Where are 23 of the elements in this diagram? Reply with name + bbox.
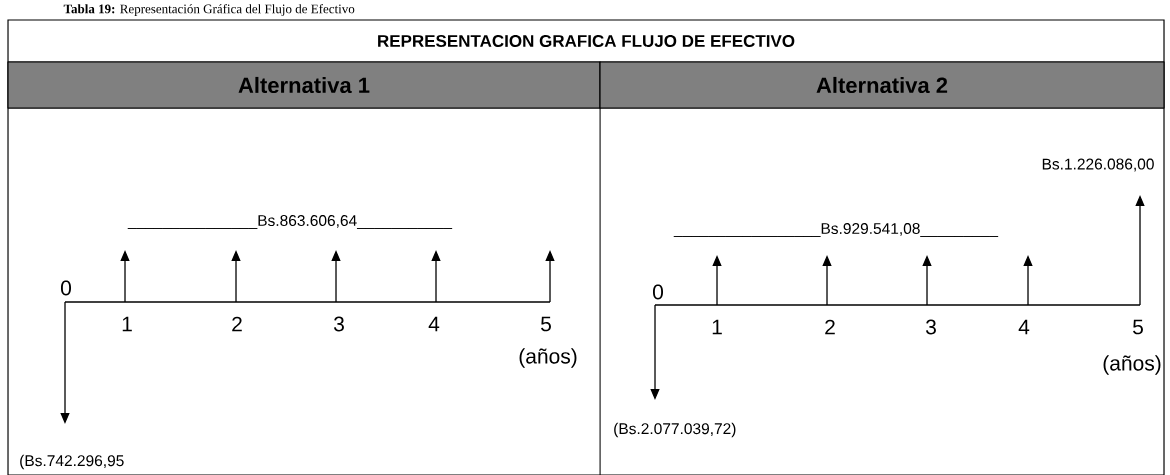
column-header: Alternativa 1 <box>7 61 601 109</box>
caption: Tabla 19: Representación Gráfica del Flujo de Efectivo <box>63 4 355 16</box>
axis-number: 0 <box>61 280 71 296</box>
table-title: REPRESENTACION GRAFICA FLUJO DE EFECTIVO <box>378 35 795 47</box>
amount-label: (Bs.742.296,95 <box>20 454 124 470</box>
unit-label: (años) <box>1103 355 1161 375</box>
amount-label: _________________Bs.929.541,08_________ <box>673 223 999 237</box>
axis-number: 2 <box>232 316 242 332</box>
axis-number: 0 <box>653 284 663 300</box>
axis-number: 1 <box>712 319 722 335</box>
axis-number: 3 <box>333 316 344 332</box>
axis-number: 1 <box>122 316 132 332</box>
amount-label: Bs.1.226.086,00 <box>1042 158 1154 172</box>
amount-label: (Bs.2.077.039,72) <box>614 422 736 438</box>
amount-label: _______________Bs.863.606,64___________ <box>127 215 453 229</box>
axis-number: 5 <box>1133 319 1143 335</box>
axis-number: 3 <box>925 319 936 335</box>
axis-number: 2 <box>825 319 835 335</box>
column-header: Alternativa 2 <box>599 61 1165 109</box>
unit-label: (años) <box>519 348 577 368</box>
axis-number: 5 <box>541 316 551 332</box>
axis-number: 4 <box>1018 319 1030 335</box>
axis-number: 4 <box>428 316 440 332</box>
